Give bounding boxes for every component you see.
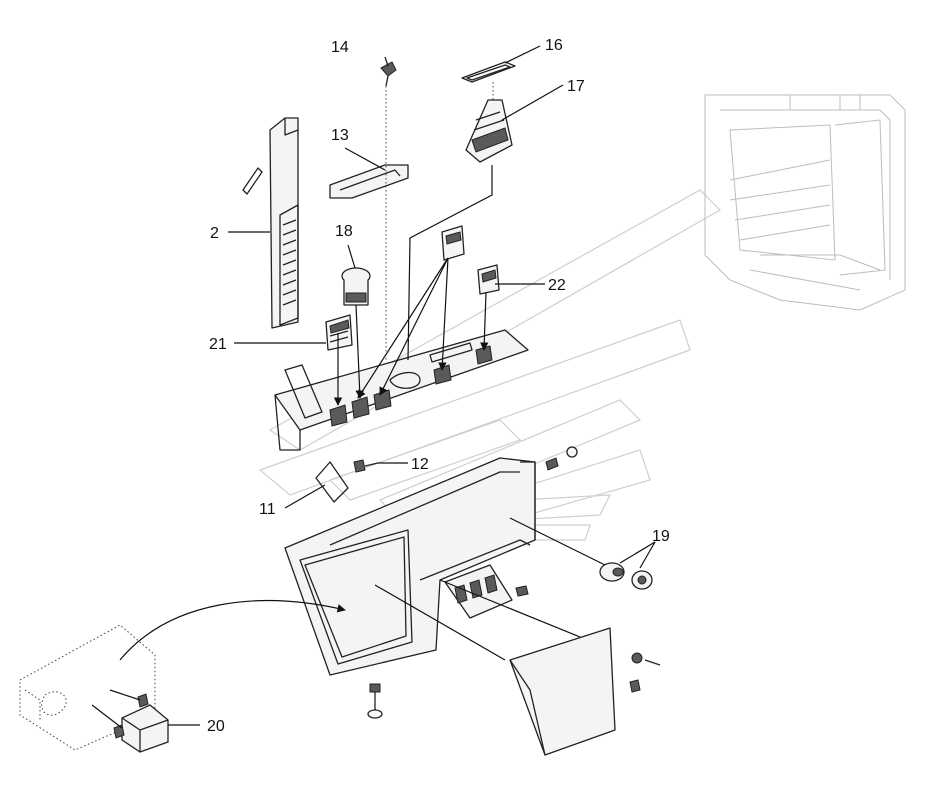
part-16-gasket — [461, 61, 516, 83]
part-17-boot — [465, 82, 513, 163]
part-18-socket — [341, 267, 371, 306]
leader-lines — [91, 45, 656, 729]
switch-group — [325, 225, 500, 351]
callout-19: 19 — [652, 528, 670, 545]
callout-21: 21 — [209, 336, 227, 353]
part-20-relay-box — [19, 624, 169, 753]
switch-bracket — [444, 564, 513, 619]
cab-outline — [704, 94, 906, 311]
part-13-tray — [329, 164, 409, 199]
part-19-rotary-switches — [599, 562, 653, 590]
part-2-side-duct — [242, 117, 299, 329]
callout-16: 16 — [545, 37, 563, 54]
callout-18: 18 — [335, 223, 353, 240]
console-top-plate — [274, 329, 529, 451]
callout-12: 12 — [411, 456, 429, 473]
part-14-screw — [380, 61, 397, 360]
callout-17: 17 — [567, 78, 585, 95]
part-11-gasket — [315, 461, 349, 503]
callout-20: 20 — [207, 718, 225, 735]
callout-2: 2 — [210, 225, 219, 242]
housing-fasteners — [367, 446, 661, 719]
callout-22: 22 — [548, 277, 566, 294]
console-housing — [284, 457, 536, 676]
callout-14: 14 — [331, 39, 349, 56]
watermark-logo — [258, 189, 721, 541]
side-cover — [509, 627, 616, 756]
part-12-screw — [353, 459, 379, 473]
callout-13: 13 — [331, 127, 349, 144]
callout-11: 11 — [259, 501, 276, 518]
callout-labels: 2 11 12 13 14 16 17 18 19 20 21 22 — [207, 37, 670, 735]
